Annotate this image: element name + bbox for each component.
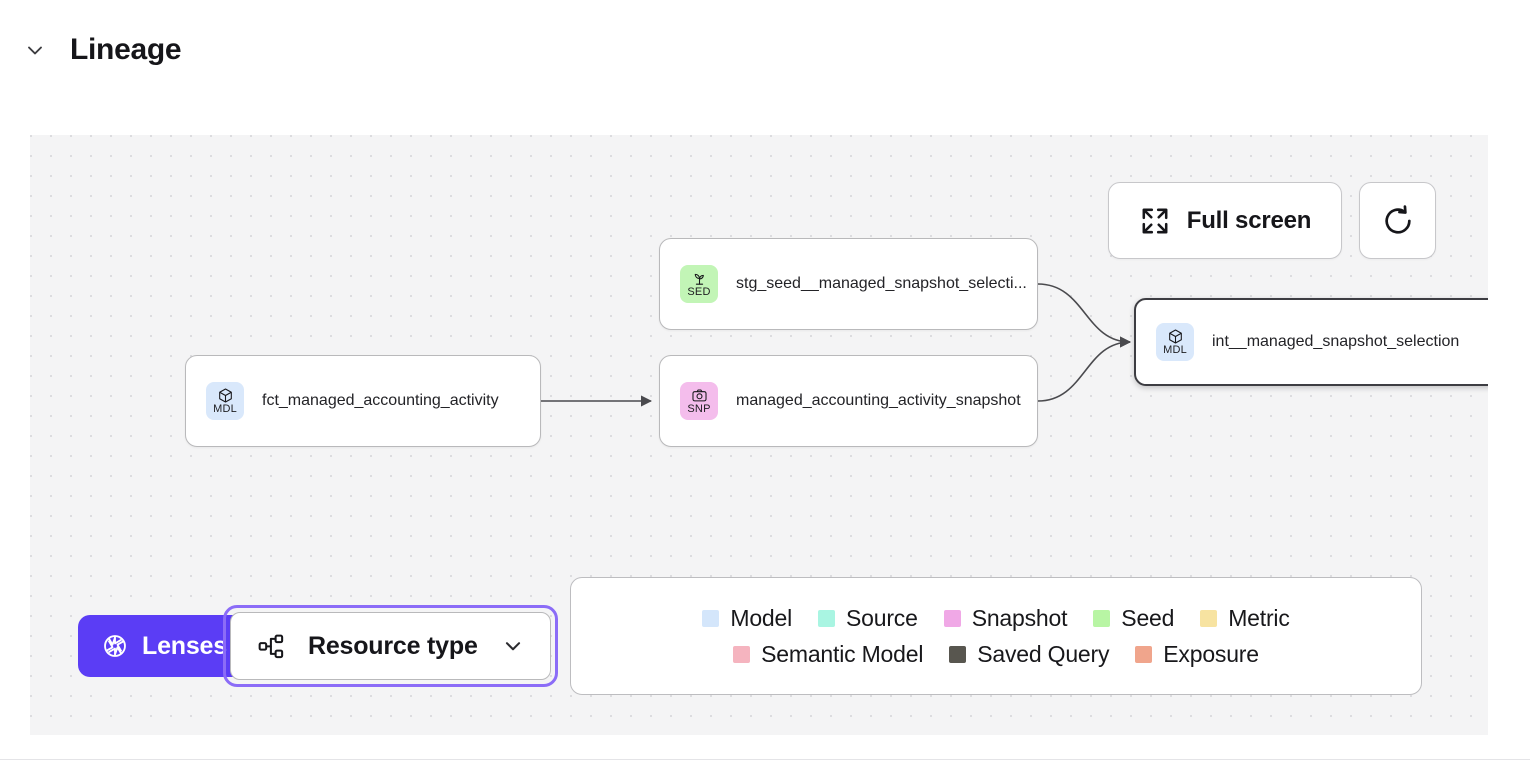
resource-type-dropdown[interactable]: Resource type [229, 612, 551, 680]
aperture-icon [104, 635, 126, 657]
resource-badge-snapshot: SNP [680, 382, 718, 420]
lenses-label: Lenses [142, 631, 227, 660]
full-screen-label: Full screen [1186, 206, 1312, 234]
resource-badge-model: MDL [1156, 323, 1194, 361]
page-title: Lineage [70, 33, 182, 66]
legend-label: Semantic Model [761, 640, 924, 667]
legend-row-secondary: Semantic Model Saved Query Exposure [733, 641, 1259, 668]
legend-label: Exposure [1163, 640, 1259, 667]
legend-row-primary: Model Source Snapshot Seed Metric [702, 604, 1290, 632]
chevron-down-icon[interactable] [22, 37, 48, 63]
edge-snapshot-to-int [1037, 336, 1132, 402]
lenses-button[interactable]: Lenses [78, 615, 249, 677]
refresh-button[interactable] [1359, 182, 1436, 259]
legend-item-model: Model [702, 605, 792, 632]
lineage-toolbar: Lenses Resource type [78, 605, 558, 687]
camera-icon [691, 389, 707, 402]
resource-badge-code: MDL [1163, 344, 1187, 356]
legend-label: Metric [1228, 604, 1290, 631]
resource-type-label: Resource type [307, 631, 478, 660]
legend-item-snapshot: Snapshot [943, 604, 1068, 632]
resource-type-focus-ring: Resource type [222, 605, 558, 687]
chevron-down-icon [505, 642, 520, 651]
edge-stg-to-int [1037, 283, 1132, 348]
resource-badge-model: MDL [206, 382, 244, 420]
resource-badge-code: SNP [687, 403, 711, 415]
canvas-controls: Full screen [1108, 182, 1436, 259]
cube-icon [218, 388, 232, 403]
refresh-icon [1384, 204, 1411, 234]
legend-swatch [943, 609, 961, 627]
legend-label: Source [846, 604, 918, 631]
expand-arrows-icon [1142, 208, 1168, 233]
legend-swatch [949, 645, 967, 663]
lineage-node-seed-stg[interactable]: SED stg_seed__managed_snapshot_selecti..… [659, 238, 1038, 330]
legend-item-semantic-model: Semantic Model [733, 641, 923, 668]
lineage-node-label: fct_managed_accounting_activity [262, 392, 499, 409]
legend-label: Saved Query [977, 640, 1110, 667]
legend-label: Snapshot [971, 604, 1068, 631]
resource-badge-code: MDL [213, 403, 237, 415]
lineage-canvas[interactable]: MDL fct_managed_accounting_activity SED … [30, 135, 1488, 735]
legend-label: Model [730, 604, 793, 631]
full-screen-button[interactable]: Full screen [1108, 182, 1342, 259]
legend-item-seed: Seed [1093, 605, 1174, 632]
lineage-legend: Model Source Snapshot Seed Metric S [570, 577, 1422, 695]
legend-swatch [1135, 645, 1153, 663]
page-bottom-divider [0, 759, 1530, 760]
hierarchy-icon [258, 634, 284, 658]
cube-icon [1168, 329, 1182, 344]
lineage-node-model-fct[interactable]: MDL fct_managed_accounting_activity [185, 355, 541, 447]
legend-item-metric: Metric [1200, 604, 1290, 632]
lineage-section-header: Lineage [22, 24, 182, 76]
legend-label: Seed [1121, 604, 1175, 631]
legend-swatch [818, 609, 836, 627]
legend-swatch [1200, 609, 1218, 627]
legend-item-source: Source [818, 605, 918, 632]
sprout-icon [694, 273, 704, 285]
lineage-node-label: int__managed_snapshot_selection [1212, 333, 1460, 350]
legend-swatch [1093, 609, 1111, 627]
lineage-node-snapshot-snap[interactable]: SNP managed_accounting_activity_snapshot [659, 355, 1038, 447]
lineage-node-model-int-selected[interactable]: MDL int__managed_snapshot_selection [1134, 298, 1488, 386]
legend-swatch [733, 645, 751, 663]
lineage-node-label: managed_accounting_activity_snapshot [736, 392, 1021, 409]
lineage-node-label: stg_seed__managed_snapshot_selecti... [736, 275, 1027, 292]
resource-badge-code: SED [687, 286, 711, 298]
legend-item-saved-query: Saved Query [949, 641, 1109, 668]
legend-item-exposure: Exposure [1135, 641, 1259, 668]
resource-badge-seed: SED [680, 265, 718, 303]
legend-swatch [702, 609, 720, 627]
